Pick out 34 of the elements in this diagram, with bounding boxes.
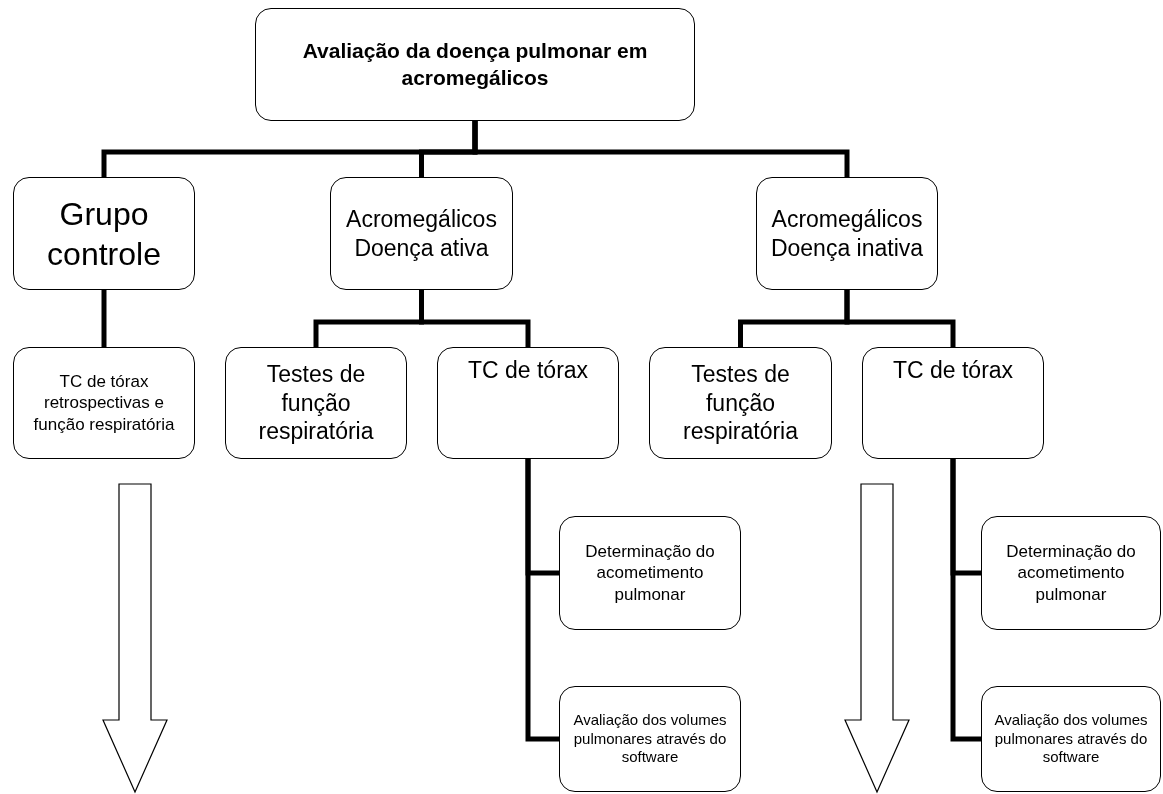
box-label: Doença ativa — [354, 233, 489, 263]
process-box — [649, 347, 832, 459]
box-label: TC de tórax retrospectivas e função respiratória — [32, 371, 176, 435]
connector-line — [101, 290, 107, 347]
box-label: Acromegálicos — [771, 204, 923, 234]
box-label: TC de tórax — [467, 356, 589, 385]
process-box — [981, 516, 1161, 630]
box-label: Avaliação dos volumes pulmonares através do software — [572, 710, 728, 768]
group-box — [756, 177, 938, 290]
process-box — [559, 516, 741, 630]
process-box — [13, 347, 195, 459]
box-label: Grupo controle — [46, 194, 162, 274]
group-box — [13, 177, 195, 290]
box-label: Determinação do acometimento pulmonar — [584, 541, 716, 605]
box-label: Avaliação da doença pulmonar em acromegálicos — [301, 38, 649, 91]
process-box — [559, 686, 741, 792]
connector-line — [419, 290, 531, 347]
box-label: Determinação do acometimento pulmonar — [1005, 541, 1137, 605]
connector-line — [950, 459, 981, 742]
process-box — [225, 347, 407, 459]
box-label: Doença inativa — [770, 233, 924, 263]
title-box — [255, 8, 695, 121]
box-label: Testes de função respiratória — [257, 359, 375, 447]
connector-line — [844, 290, 956, 347]
connector-line — [525, 459, 559, 742]
box-label: TC de tórax — [892, 356, 1014, 385]
box-label: Acromegálicos — [346, 204, 497, 234]
connector-line — [472, 121, 850, 177]
process-box — [862, 347, 1044, 459]
group-box — [330, 177, 513, 290]
box-label: Avaliação dos volumes pulmonares através do software — [993, 710, 1149, 768]
box-label: Testes de função respiratória — [681, 359, 799, 447]
process-box — [981, 686, 1161, 792]
process-box — [437, 347, 619, 459]
